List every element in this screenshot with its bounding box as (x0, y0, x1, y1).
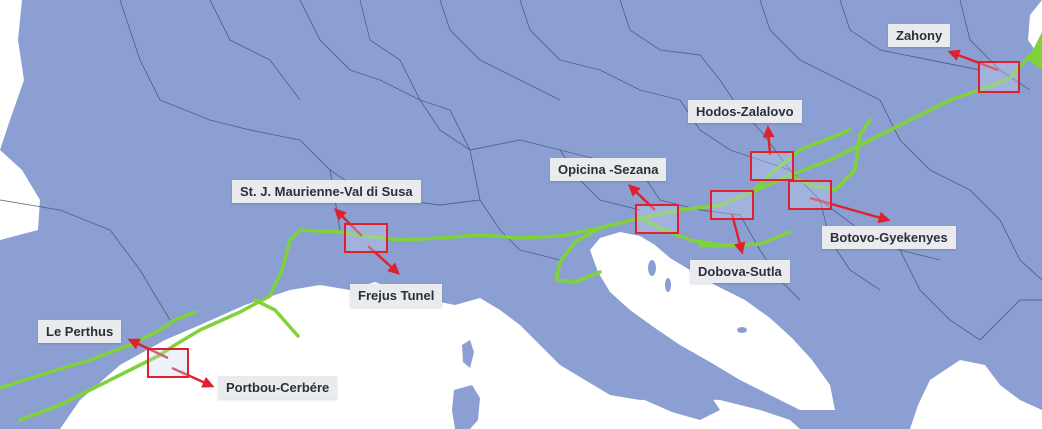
aegean-sea (910, 360, 1042, 429)
atlantic-ocean (0, 0, 24, 150)
label-botovo: Botovo-Gyekenyes (822, 226, 956, 249)
italy-peninsula (558, 300, 720, 420)
label-leperthus: Le Perthus (38, 320, 122, 343)
crossing-box-hodos (750, 151, 794, 181)
arrowhead (733, 241, 746, 255)
label-zahony: Zahony (888, 24, 951, 47)
arrowhead (127, 338, 141, 350)
crossing-box-zahony (978, 61, 1020, 93)
arrowhead (628, 184, 641, 197)
label-stj: St. J. Maurienne-Val di Susa (232, 180, 421, 203)
label-dobova: Dobova-Sutla (690, 260, 790, 283)
adriatic-sea (590, 232, 835, 410)
arrowhead (201, 376, 215, 388)
crossing-box-stj (344, 223, 388, 253)
label-frejus: Frejus Tunel (350, 284, 443, 307)
crossing-box-dobova (710, 190, 754, 220)
crossing-box-botovo (788, 180, 832, 210)
arrowhead (947, 49, 961, 61)
crossing-box-leperthus (147, 348, 189, 378)
island (648, 260, 656, 276)
label-opicina: Opicina -Sezana (550, 158, 667, 181)
arrowhead (387, 262, 401, 275)
island (665, 278, 671, 292)
island (737, 327, 747, 333)
sardinia (452, 385, 480, 429)
arrowhead (877, 211, 891, 224)
crossing-box-opicina (635, 204, 679, 234)
pointer-arrows (127, 49, 999, 388)
label-hodos: Hodos-Zalalovo (688, 100, 802, 123)
arrowhead (334, 208, 347, 221)
label-portbou: Portbou-Cerbére (218, 376, 338, 399)
corridor-end-arrow (1028, 32, 1042, 70)
corsica (462, 340, 474, 368)
arrowhead (762, 125, 775, 138)
bay-of-biscay (0, 150, 40, 240)
